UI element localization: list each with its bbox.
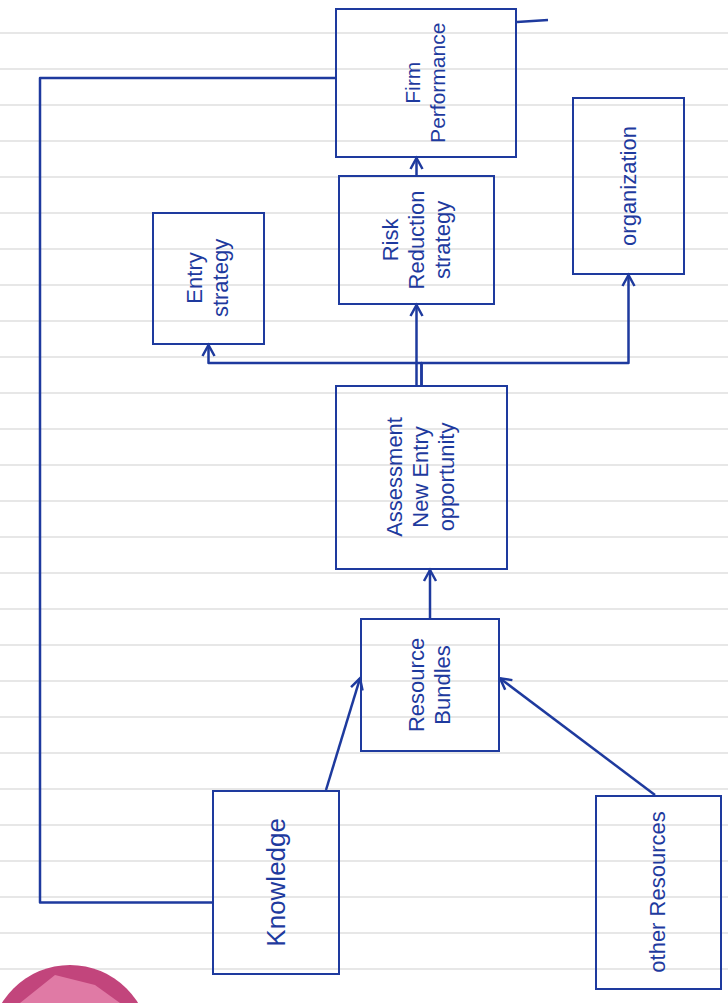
- box-label: Entry strategy: [182, 221, 234, 335]
- strategy-box: Entry strategy: [152, 212, 265, 345]
- flow-arrow: [415, 158, 418, 175]
- resource-box: other Resources: [595, 795, 722, 990]
- decoration: [0, 965, 150, 1003]
- box-label: Assessment New Entry opportunity: [382, 394, 460, 560]
- resource-box: Knowledge: [212, 790, 340, 975]
- decoration: [20, 975, 120, 1003]
- outcome-box: Firm Performance: [335, 8, 517, 158]
- box-label: organization: [615, 106, 641, 265]
- flow-arrow: [209, 345, 422, 385]
- flow-arrow: [326, 678, 360, 790]
- flow-arrow: [415, 305, 418, 385]
- stray-line: [517, 20, 548, 22]
- box-label: Firm Performance: [401, 17, 451, 148]
- strategy-box: Risk Reduction strategy: [338, 175, 495, 305]
- outcome-box: organization: [572, 97, 685, 275]
- assessment-box: Assessment New Entry opportunity: [335, 385, 508, 570]
- box-label: Resource Bundles: [404, 627, 456, 742]
- resource-box: Resource Bundles: [360, 618, 500, 752]
- ruled-lines: [0, 33, 728, 969]
- box-label: other Resources: [645, 804, 671, 980]
- flow-arrow: [422, 275, 629, 385]
- flow-arrow: [40, 78, 335, 903]
- box-label: Knowledge: [260, 799, 291, 965]
- flow-arrow: [500, 678, 655, 795]
- box-label: Risk Reduction strategy: [377, 184, 455, 295]
- flow-arrow: [429, 570, 432, 618]
